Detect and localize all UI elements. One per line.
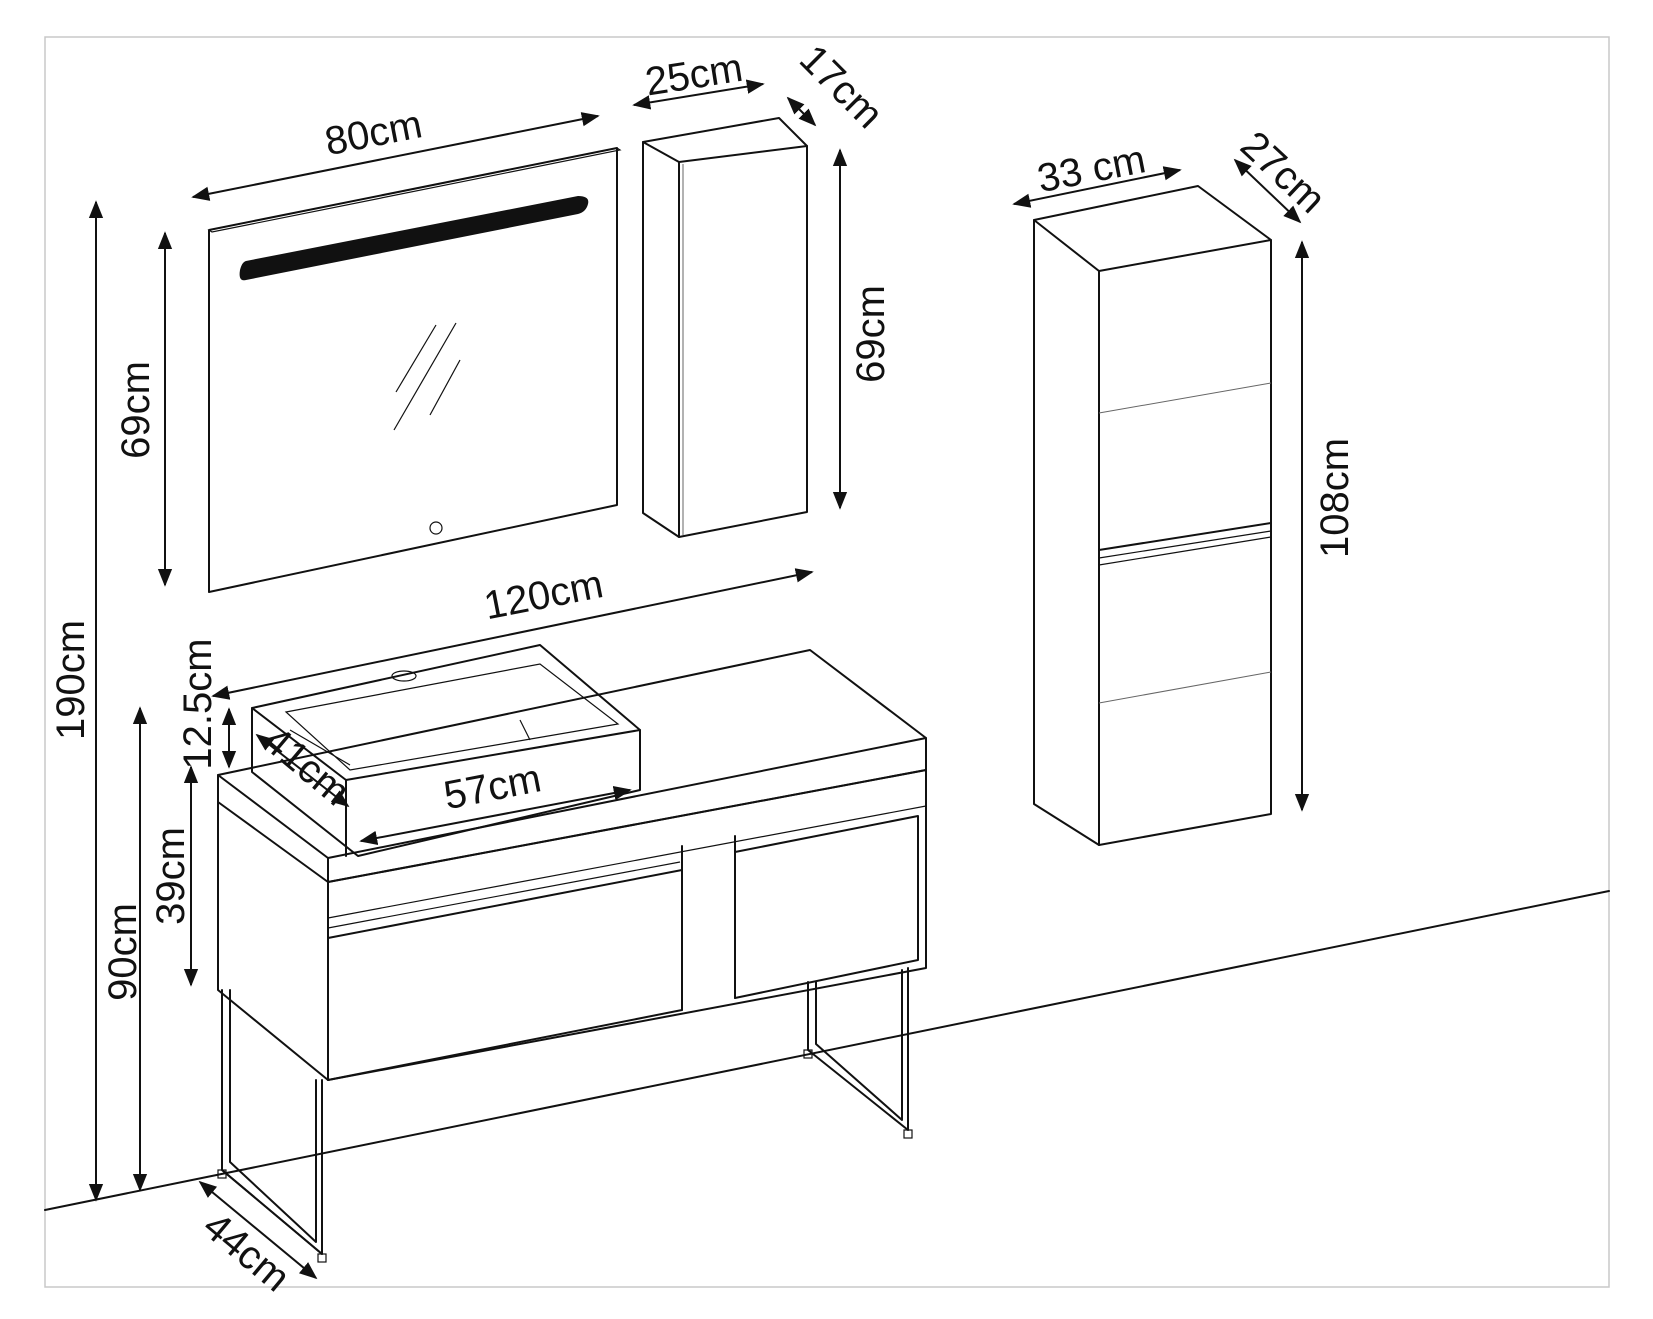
vanity-depth-label: 44cm bbox=[195, 1204, 298, 1301]
vanity-legs bbox=[217, 967, 913, 1263]
cabinet-height-label: 69cm bbox=[849, 285, 893, 383]
basin-depth-label: 41cm bbox=[255, 718, 358, 815]
cabinet-depth-label: 17cm bbox=[791, 37, 891, 137]
vanity-height-label: 90cm bbox=[101, 903, 145, 1001]
dimension-labels: 80cm 69cm 25cm 17cm 69cm 33 cm 27cm 108c… bbox=[49, 37, 1357, 1301]
vanity-body-height-label: 39cm bbox=[149, 827, 193, 925]
basin-height-label: 12.5cm bbox=[176, 638, 220, 769]
dimension-lines bbox=[88, 79, 1310, 1280]
total-height-label: 190cm bbox=[49, 620, 93, 740]
mirror-reflection-icon bbox=[393, 322, 461, 431]
led-strip-icon bbox=[239, 196, 589, 281]
cabinet-width-label: 25cm bbox=[642, 46, 745, 105]
mirror-height-label: 69cm bbox=[114, 361, 158, 459]
mirror-width-label: 80cm bbox=[321, 102, 425, 164]
tall-cabinet-height-label: 108cm bbox=[1313, 438, 1357, 558]
tall-cabinet-width-label: 33 cm bbox=[1034, 137, 1149, 201]
drawing-frame bbox=[44, 36, 1610, 1288]
floor-line bbox=[44, 890, 1610, 1211]
wall-cabinet bbox=[642, 117, 808, 538]
touch-switch-icon bbox=[429, 521, 443, 535]
vanity-unit bbox=[217, 644, 927, 1263]
tall-cabinet bbox=[1033, 185, 1272, 846]
led-mirror bbox=[207, 147, 622, 593]
